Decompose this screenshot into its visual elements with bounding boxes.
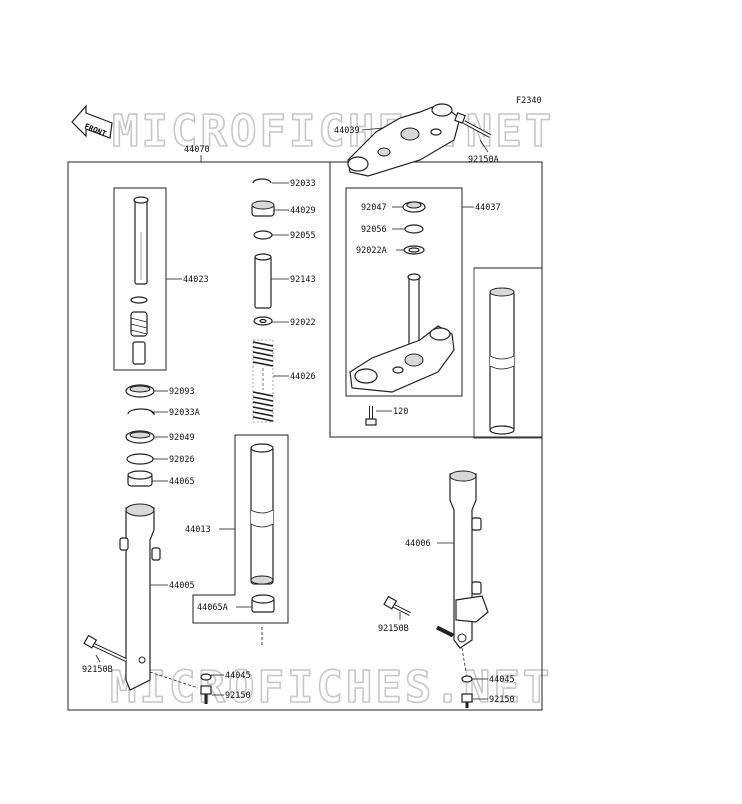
label-120: 120 <box>393 407 408 417</box>
label-92049: 92049 <box>169 433 195 443</box>
bolt-92150B-left <box>83 634 127 662</box>
seal-92056 <box>404 224 424 234</box>
label-44045-right: 44045 <box>489 675 515 685</box>
spacer-92143 <box>254 253 272 309</box>
bolt-92150-right <box>461 693 473 708</box>
frame-44037 <box>345 187 463 397</box>
label-92026: 92026 <box>169 455 195 465</box>
oring-92055 <box>253 230 273 240</box>
label-92047: 92047 <box>361 203 387 213</box>
upper-bracket-44039 <box>347 103 461 177</box>
label-92056: 92056 <box>361 225 387 235</box>
label-44070: 44070 <box>184 145 210 155</box>
label-44026: 44026 <box>290 372 316 382</box>
label-44005: 44005 <box>169 581 195 591</box>
bolt-92150B-right <box>383 595 455 638</box>
label-44037: 44037 <box>475 203 501 213</box>
label-44065A: 44065A <box>197 603 228 613</box>
circlip-92033A <box>127 408 155 416</box>
bolt-92150A <box>454 112 491 138</box>
bolt-92150-left <box>200 685 212 704</box>
washer-92026 <box>126 453 154 465</box>
stem-bracket <box>349 273 455 393</box>
figure-code: F2340 <box>516 96 542 106</box>
inner-tube-44013 <box>250 443 274 585</box>
inner-tube-assy-44023 <box>130 196 149 365</box>
label-92143: 92143 <box>290 275 316 285</box>
label-92150B-left: 92150B <box>82 665 113 675</box>
label-92033: 92033 <box>290 179 316 189</box>
seal-92093 <box>125 384 155 398</box>
label-92022: 92022 <box>290 318 316 328</box>
label-44023: 44023 <box>183 275 209 285</box>
label-92055: 92055 <box>290 231 316 241</box>
label-44045-left: 44045 <box>225 671 251 681</box>
label-44013: 44013 <box>185 525 211 535</box>
label-44029: 44029 <box>290 206 316 216</box>
outer-tube-44006 <box>449 470 489 649</box>
frame-spare-tube <box>473 267 543 439</box>
washer-92022 <box>253 316 273 326</box>
bearing-92047 <box>402 201 426 213</box>
guide-bush-44065 <box>127 470 153 487</box>
label-92150A: 92150A <box>468 155 499 165</box>
label-44065: 44065 <box>169 477 195 487</box>
inner-tube-right <box>489 287 515 435</box>
front-arrow-icon: FRONT <box>71 104 113 139</box>
label-44039: 44039 <box>334 126 360 136</box>
spring-44026 <box>252 339 274 423</box>
washer-44045-left <box>200 673 212 681</box>
label-44006: 44006 <box>405 539 431 549</box>
watermark-bottom: MICROFICHES.NET <box>110 662 552 713</box>
label-92150B-right: 92150B <box>378 624 409 634</box>
label-92022A: 92022A <box>356 246 387 256</box>
frame-44013 <box>192 434 289 624</box>
washer-92022A <box>403 245 425 255</box>
outer-tube-44005 <box>119 503 161 691</box>
seal-92049 <box>125 430 155 444</box>
washer-44045-right <box>461 675 473 683</box>
label-92033A: 92033A <box>169 408 200 418</box>
label-92093: 92093 <box>169 387 195 397</box>
bolt-120 <box>365 406 377 426</box>
circlip-92033 <box>252 178 272 184</box>
bush-44065A <box>251 594 275 613</box>
label-92150-right: 92150 <box>489 695 515 705</box>
cap-44029 <box>251 200 275 217</box>
label-92150-left: 92150 <box>225 691 251 701</box>
